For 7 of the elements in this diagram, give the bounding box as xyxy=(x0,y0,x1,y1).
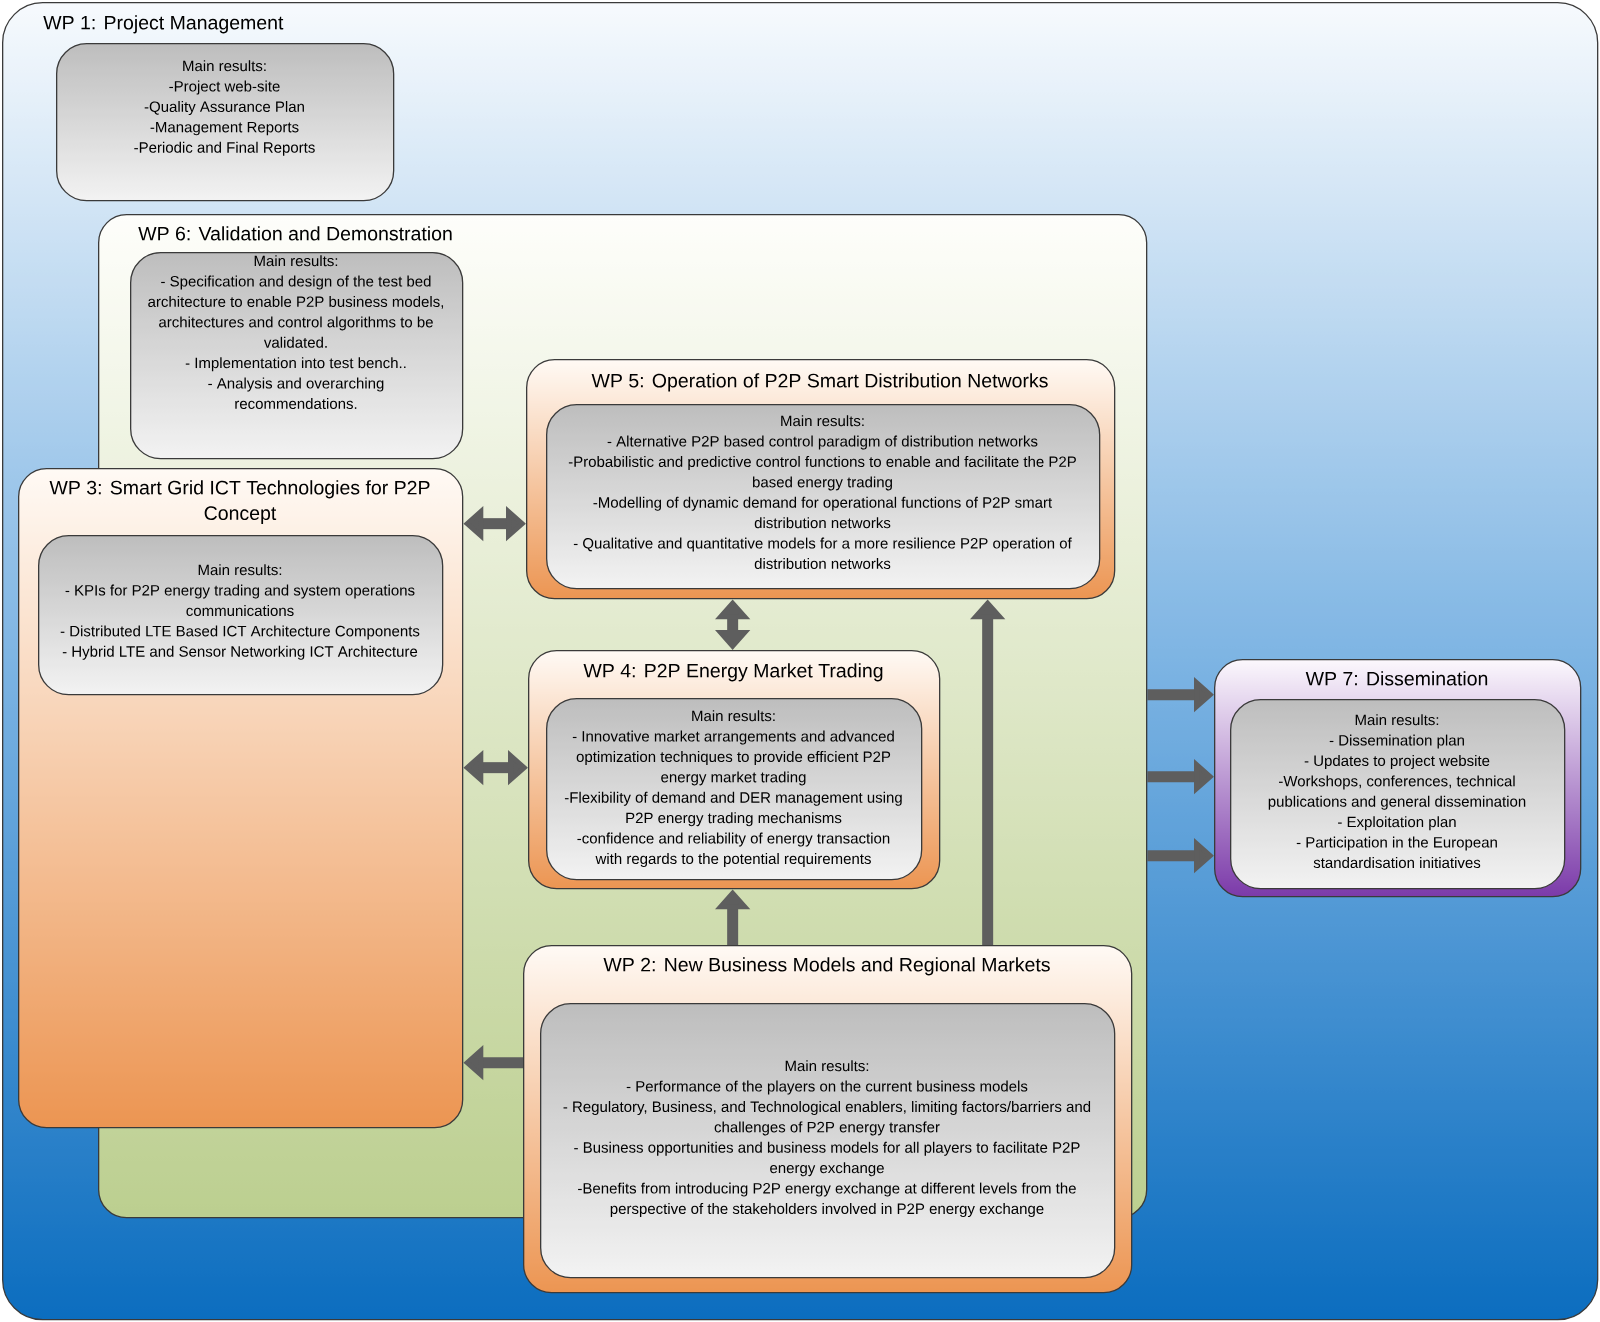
results-box: Main results: - Alternative P2P based control paradigm of distribution networks -Probabilistic and predictive control functions to enable and facilitate the P2P based energy trading -Modelling of dynamic demand for operational functions of P2P smart distribution networks - Qualitative and quantitative models for a more resilience P2P operation of distribution networks xyxy=(546,404,1101,590)
results-box: Main results: - Performance of the players on the current business models - Regulatory, Business, and Technological enablers, limiting factors/barriers and challenges of P2P energy transfer - Business opportunities and business models for all players to facilitate P2P energy exchange -Benefits from introducing P2P energy exchange at different levels from the perspective of the stakeholders involved in P2P energy exchange xyxy=(540,1003,1116,1279)
results-box: Main results: - Dissemination plan - Updates to project website -Workshops, conferences, technical publications and general dissemination - Exploitation plan - Participation in the European standardisation initiatives xyxy=(1230,699,1566,890)
results-box: Main results: - Innovative market arrangements and advanced optimization techniques to provide efficient P2P energy market trading -Flexibility of demand and DER management using P2P energy trading mechanisms -confidence and reliability of energy transaction with regards to the potential requirements xyxy=(546,698,923,881)
results-box: Main results: - KPIs for P2P energy trading and system operations communications - Distributed LTE Based ICT Architecture Components - Hybrid LTE and Sensor Networking ICT Architecture xyxy=(38,535,444,696)
results-box: Main results: -Project web-site -Quality Assurance Plan -Management Reports -Periodic and Final Reports xyxy=(56,43,395,202)
results-box: Main results: - Specification and design of the test bed architecture to enable P2P business models, architectures and control algorithms to be validated. - Implementation into test bench.. - Analysis and overarching recommendations. xyxy=(130,252,464,460)
